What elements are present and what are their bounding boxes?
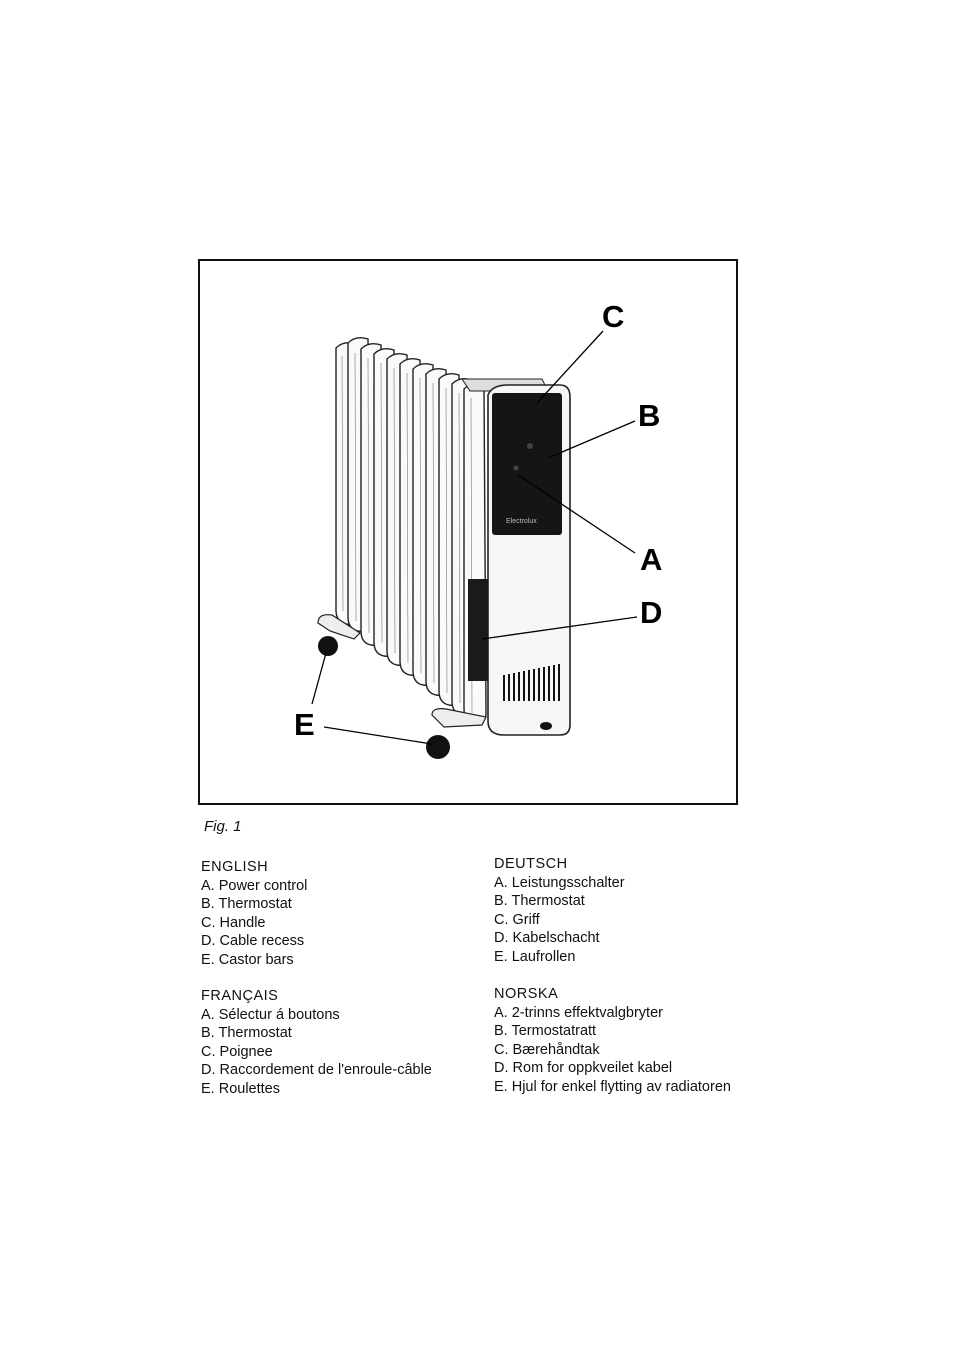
vent-slots — [503, 664, 560, 701]
legend-item: E. Roulettes — [201, 1080, 280, 1097]
legend-item: A. Leistungsschalter — [494, 874, 625, 891]
legend-item: C. Handle — [201, 914, 266, 931]
callout-a: A — [640, 542, 663, 577]
control-panel — [492, 393, 562, 535]
leader-lines — [311, 330, 638, 745]
legend-item: E. Hjul for enkel flytting av radiatoren — [494, 1078, 731, 1095]
legend-item: D. Raccordement de l'enroule-câble — [201, 1062, 432, 1079]
legend-francais: FRANÇAIS A. Sélectur á boutons B. Thermo… — [201, 987, 432, 1099]
legend-english: ENGLISH A. Power control B. Thermostat C… — [201, 858, 307, 970]
castor-bar-right — [431, 708, 487, 728]
legend-item: E. Castor bars — [201, 951, 294, 968]
legend-norska: NORSKA A. 2-trinns effektvalgbryter B. T… — [494, 985, 731, 1097]
legend-item: C. Griff — [494, 911, 540, 928]
fin-shading — [341, 352, 473, 714]
callout-e: E — [294, 707, 315, 742]
legend-heading: NORSKA — [494, 986, 559, 1002]
cable-recess — [468, 579, 488, 681]
legend-item: B. Thermostat — [201, 1025, 292, 1042]
legend-item: C. Poignee — [201, 1043, 273, 1060]
callout-d: D — [640, 595, 663, 630]
legend-item: A. Power control — [201, 877, 308, 894]
legend-item: C. Bærehåndtak — [494, 1041, 600, 1058]
callout-b: B — [638, 398, 661, 433]
legend-item: A. Sélectur á boutons — [201, 1006, 340, 1023]
legend-heading: DEUTSCH — [494, 856, 568, 872]
wheel-right — [426, 735, 450, 759]
wheel-front — [540, 722, 552, 730]
wheel-left — [318, 636, 338, 656]
thermostat-knob — [527, 443, 533, 449]
brand-label: Electrolux — [506, 518, 537, 525]
callout-c: C — [602, 299, 625, 334]
legend-heading: ENGLISH — [201, 859, 269, 875]
legend-item: D. Kabelschacht — [494, 930, 600, 947]
radiator-illustration: Electrolux — [311, 330, 638, 759]
figure-frame: Electrolux C B A D E — [198, 259, 738, 805]
legend-item: B. Termostatratt — [494, 1023, 597, 1040]
legend-item: B. Thermostat — [494, 893, 585, 910]
legend-deutsch: DEUTSCH A. Leistungsschalter B. Thermost… — [494, 855, 625, 967]
legend-item: E. Laufrollen — [494, 948, 576, 965]
power-switch — [513, 465, 519, 471]
legend-heading: FRANÇAIS — [201, 988, 279, 1004]
figure-caption: Fig. 1 — [204, 818, 242, 835]
castor-bar-left — [317, 614, 361, 640]
radiator-fins — [335, 336, 487, 724]
legend-item: D. Cable recess — [201, 933, 305, 950]
legend-item: B. Thermostat — [201, 896, 292, 913]
legend-item: A. 2-trinns effektvalgbryter — [494, 1004, 663, 1021]
legend-item: D. Rom for oppkveilet kabel — [494, 1060, 673, 1077]
